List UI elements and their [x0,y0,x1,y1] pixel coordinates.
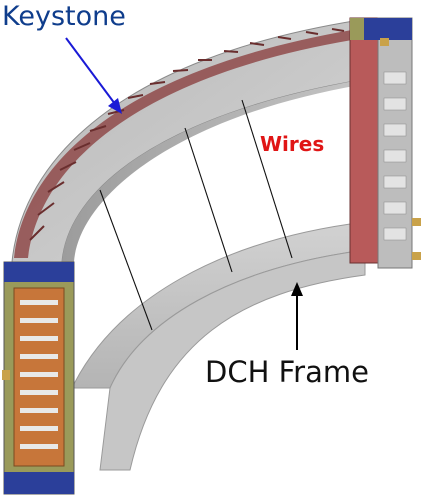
keystone-label: Keystone [2,1,126,32]
keystone-strip [14,30,352,258]
wire-1 [99,189,153,331]
wire-3 [241,99,293,259]
keystone-ribs [29,28,345,241]
keystone-arrow [65,37,122,114]
dch-frame-label: DCH Frame [205,355,369,389]
wire-2 [184,127,233,273]
lower-arc-outer-face [99,249,366,471]
wires-label: Wires [260,132,325,156]
right-end-block [349,17,421,269]
wires [99,99,293,331]
left-end-block [2,261,75,495]
frame-arrow [291,282,303,350]
upper-arc-inner-wall [62,80,360,262]
